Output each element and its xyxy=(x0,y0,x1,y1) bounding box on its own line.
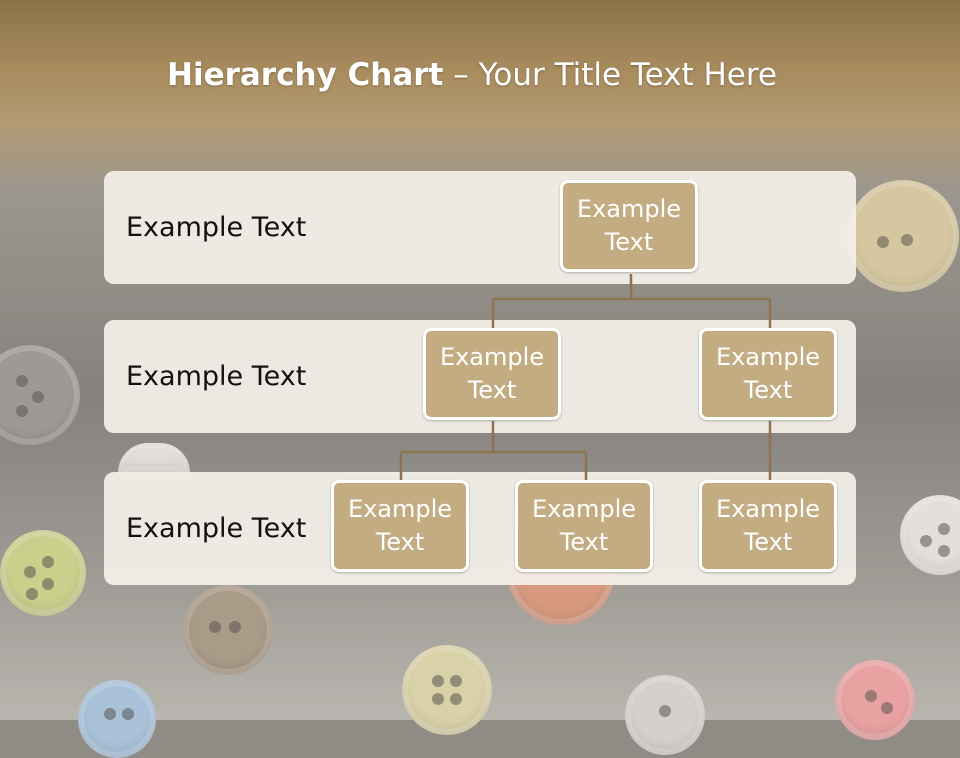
level-label: Example Text xyxy=(126,513,307,544)
node-label: Example Text xyxy=(531,495,637,556)
node-level2-left[interactable]: Example Text xyxy=(423,328,561,420)
node-level3-b[interactable]: Example Text xyxy=(515,480,653,572)
connector-lines xyxy=(399,274,772,482)
connector-left-to-level3 xyxy=(399,421,588,482)
node-label: Example Text xyxy=(715,343,821,404)
node-level2-right[interactable]: Example Text xyxy=(699,328,837,420)
button-decor xyxy=(118,443,190,473)
node-label: Example Text xyxy=(439,343,545,404)
level-label: Example Text xyxy=(126,212,307,243)
connector-root-to-level2 xyxy=(491,274,772,330)
level-band-1: Example Text xyxy=(104,171,856,284)
node-level3-c[interactable]: Example Text xyxy=(699,480,837,572)
node-label: Example Text xyxy=(576,195,682,256)
button-decor xyxy=(183,585,273,675)
node-level3-a[interactable]: Example Text xyxy=(331,480,469,572)
level-label: Example Text xyxy=(126,361,307,392)
button-decor xyxy=(847,180,959,292)
button-decor xyxy=(0,530,86,616)
title-bold: Hierarchy Chart xyxy=(167,57,444,93)
node-label: Example Text xyxy=(715,495,821,556)
button-decor xyxy=(0,345,80,445)
node-root[interactable]: Example Text xyxy=(560,180,698,272)
slide-title: Hierarchy Chart – Your Title Text Here xyxy=(0,52,944,98)
button-decor xyxy=(900,495,960,575)
title-rest: – Your Title Text Here xyxy=(443,57,777,93)
node-label: Example Text xyxy=(347,495,453,556)
